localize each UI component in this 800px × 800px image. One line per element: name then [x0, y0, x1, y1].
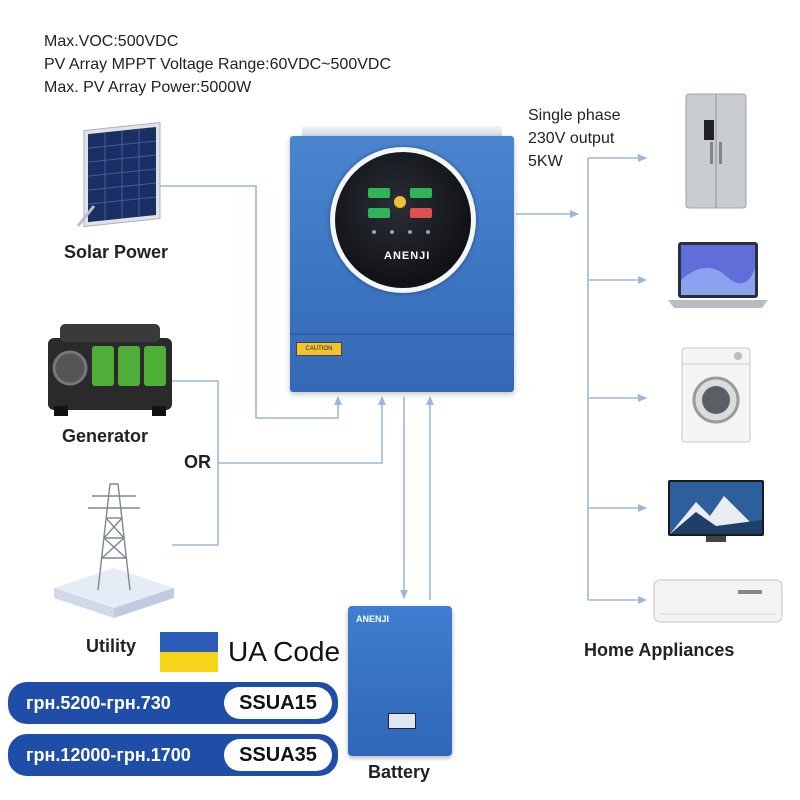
- inverter-display: [335, 152, 471, 288]
- promo-price: грн.12000-грн.1700: [26, 745, 191, 765]
- battery-brand: ANENJI: [356, 614, 390, 624]
- generator-label: Generator: [62, 426, 149, 446]
- or-label: OR: [184, 452, 211, 472]
- laptop-icon: [668, 242, 768, 308]
- refrigerator-icon: [685, 93, 747, 209]
- battery-screen: [388, 713, 416, 729]
- solar-label: Solar Power: [64, 242, 169, 262]
- output-voltage: 230V output: [528, 130, 615, 147]
- air-conditioner-icon: [653, 579, 783, 623]
- promo-price: грн.5200-грн.730: [26, 693, 171, 713]
- inverter-brand: ANENJI: [384, 250, 431, 262]
- inverter-top-cover: [302, 126, 502, 138]
- generator-icon: [48, 324, 172, 416]
- battery-body: [348, 606, 452, 756]
- television-icon: [668, 480, 764, 542]
- utility-tower-icon: [54, 483, 174, 618]
- ua-code-title: UA Code: [228, 636, 341, 667]
- solar-wire: [160, 185, 342, 419]
- utility-label: Utility: [86, 636, 137, 656]
- promo-row: грн.5200-грн.730 SSUA15: [8, 682, 338, 724]
- inverter-seam: [290, 333, 514, 335]
- battery-label: Battery: [368, 762, 431, 782]
- home-appliances-label: Home Appliances: [584, 640, 735, 660]
- output-power: 5KW: [528, 153, 563, 170]
- promo-code[interactable]: SSUA35: [224, 739, 332, 771]
- spec-mppt: PV Array MPPT Voltage Range:60VDC~500VDC: [44, 56, 391, 73]
- spec-list: Max.VOC:500VDC PV Array MPPT Voltage Ran…: [44, 30, 391, 99]
- caution-label: CAUTION: [296, 342, 342, 356]
- output-spec: Single phase 230V output 5KW: [528, 104, 621, 173]
- ukraine-flag-icon: [160, 632, 218, 672]
- promo-code[interactable]: SSUA15: [224, 687, 332, 719]
- spec-pv-power: Max. PV Array Power:5000W: [44, 79, 252, 96]
- inverter-display-indicators: [368, 188, 432, 234]
- output-phase: Single phase: [528, 107, 621, 124]
- promo-row: грн.12000-грн.1700 SSUA35: [8, 734, 338, 776]
- grid-wire: [218, 396, 386, 464]
- solar-panel-icon: [76, 121, 161, 228]
- spec-voc: Max.VOC:500VDC: [44, 33, 179, 50]
- washing-machine-icon: [681, 347, 751, 443]
